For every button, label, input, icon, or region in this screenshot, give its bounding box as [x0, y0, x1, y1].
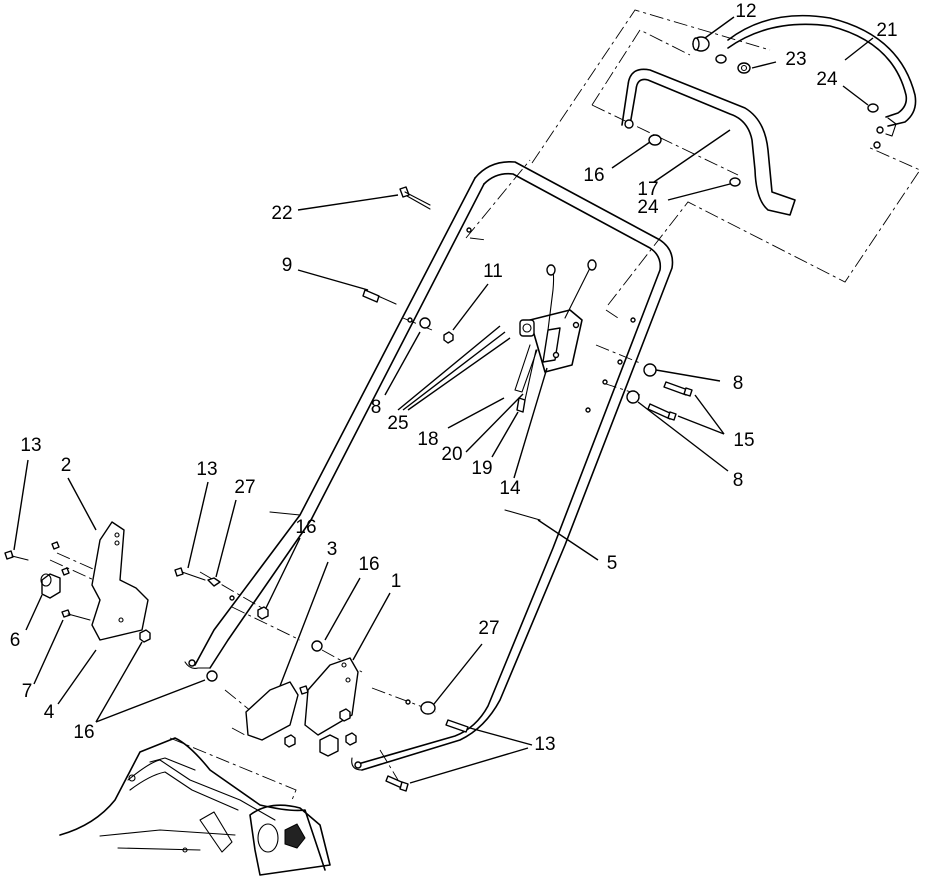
callout-13-left: 13: [20, 435, 41, 456]
callout-15: 15: [733, 430, 754, 451]
callout-2: 2: [61, 455, 72, 476]
callout-16-right: 16: [358, 554, 379, 575]
hardware-top: [362, 36, 879, 344]
callout-labels: 12 21 23 24 16 17 24 22 9 11 8 25 18 20 …: [10, 1, 898, 755]
callout-3: 3: [327, 539, 338, 560]
main-handle-5: [184, 161, 674, 771]
callout-21: 21: [876, 20, 897, 41]
upper-handle-21: [727, 14, 917, 149]
callout-11: 11: [483, 261, 503, 282]
callout-24-mid: 24: [637, 197, 659, 218]
callout-6: 6: [10, 630, 21, 651]
callout-16-top: 16: [583, 165, 604, 186]
left-bracket-assembly: [4, 521, 151, 643]
callout-13-right: 13: [534, 734, 555, 755]
mounting-plates: [245, 657, 469, 792]
callout-8-right-bottom: 8: [733, 470, 744, 491]
mower-deck: [59, 737, 331, 876]
callout-9: 9: [282, 255, 293, 276]
callout-24-top: 24: [816, 69, 838, 90]
bail-17: [621, 68, 796, 216]
phantom-lines: [49, 9, 921, 801]
callout-25: 25: [387, 413, 408, 434]
callout-8-left: 8: [371, 397, 382, 418]
right-bolts: [626, 363, 693, 421]
callout-4: 4: [44, 702, 55, 723]
callout-22: 22: [271, 203, 292, 224]
control-assembly: [514, 259, 597, 413]
leader-lines: [13, 16, 874, 784]
callout-27-mid: 27: [234, 477, 255, 498]
callout-23: 23: [785, 49, 806, 70]
callout-18: 18: [417, 429, 438, 450]
middle-hardware: [174, 567, 323, 682]
callout-1: 1: [391, 571, 402, 592]
callout-8-right-top: 8: [733, 373, 744, 394]
callout-16-mid: 16: [295, 517, 316, 538]
callout-13-mid: 13: [196, 459, 217, 480]
callout-27-right: 27: [478, 618, 499, 639]
callout-20: 20: [441, 444, 462, 465]
callout-5: 5: [607, 553, 618, 574]
callout-17: 17: [637, 179, 658, 200]
callout-16-bottom: 16: [73, 722, 94, 743]
callout-12: 12: [735, 1, 756, 22]
callout-19: 19: [471, 458, 492, 479]
callout-7: 7: [22, 681, 33, 702]
callout-14: 14: [499, 478, 521, 499]
